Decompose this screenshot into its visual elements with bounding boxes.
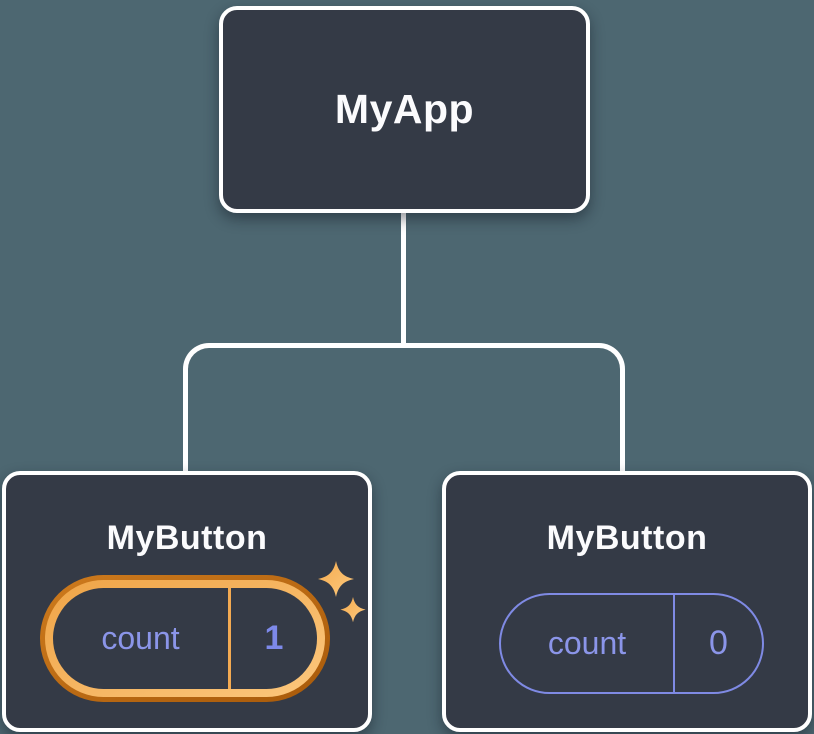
state-value: 0: [709, 624, 728, 662]
child-node-mybutton-left: MyButton count 1: [2, 471, 372, 732]
child-node-title: MyButton: [106, 519, 268, 557]
state-label: count: [101, 620, 180, 656]
root-node-myapp: MyApp: [219, 6, 590, 213]
pill-divider: [673, 595, 675, 692]
connector-root-stem: [401, 210, 406, 347]
state-value: 1: [264, 619, 284, 657]
state-pill-highlight-ring: count 1: [45, 580, 325, 697]
state-pill-highlighted: count 1: [40, 575, 330, 702]
connector-branch: [183, 343, 625, 472]
sparkle-icon: [318, 561, 366, 623]
state-pill-plain: count 0: [499, 593, 764, 694]
state-label: count: [547, 625, 627, 661]
child-node-title: MyButton: [546, 519, 708, 557]
child-node-mybutton-right: MyButton count 0: [442, 471, 812, 732]
pill-divider: [228, 588, 231, 689]
root-node-title: MyApp: [334, 86, 475, 132]
